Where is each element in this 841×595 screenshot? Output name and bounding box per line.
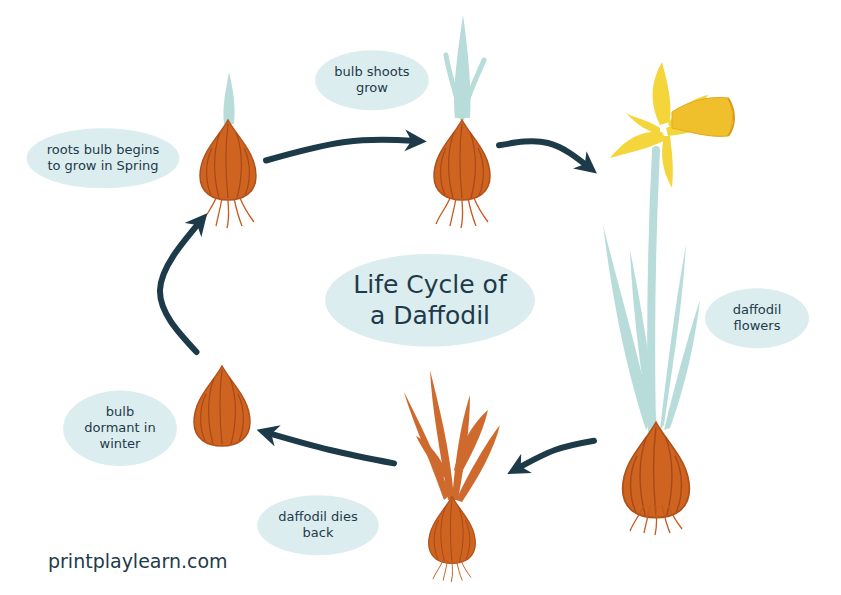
cycle-arrow bbox=[499, 141, 590, 168]
cycle-arrow bbox=[515, 441, 594, 470]
label-bubble: daffodil dies back bbox=[256, 494, 380, 557]
stage-label: roots bulb begins to grow in Spring bbox=[42, 142, 164, 175]
stage-node: roots bulb begins to grow in Spring bbox=[195, 60, 260, 210]
stage-label: bulb dormant in winter bbox=[79, 404, 161, 453]
label-bubble: bulb dormant in winter bbox=[62, 389, 178, 468]
stage-node: bulb dormant in winter bbox=[190, 358, 255, 453]
stage-node: bulb shoots grow bbox=[428, 12, 493, 227]
label-bubble: daffodil flowers bbox=[704, 287, 810, 350]
stage-node: daffodil flowers bbox=[600, 60, 745, 530]
stage-node: daffodil dies back bbox=[400, 368, 505, 580]
label-bubble: roots bulb begins to grow in Spring bbox=[25, 127, 181, 190]
bubble-shape bbox=[323, 252, 537, 349]
stage-label: daffodil dies back bbox=[273, 509, 363, 542]
title: Life Cycle of a Daffodil bbox=[345, 269, 515, 332]
cycle-arrow bbox=[160, 220, 202, 352]
stage-label: bulb shoots grow bbox=[331, 64, 413, 97]
label-bubble: bulb shoots grow bbox=[314, 49, 430, 112]
website-label: printplaylearn.com bbox=[48, 550, 228, 572]
cycle-arrow bbox=[265, 432, 394, 463]
title-bubble: Life Cycle of a Daffodil bbox=[323, 252, 537, 349]
stage-label: daffodil flowers bbox=[721, 302, 793, 335]
cycle-arrow bbox=[266, 140, 418, 161]
